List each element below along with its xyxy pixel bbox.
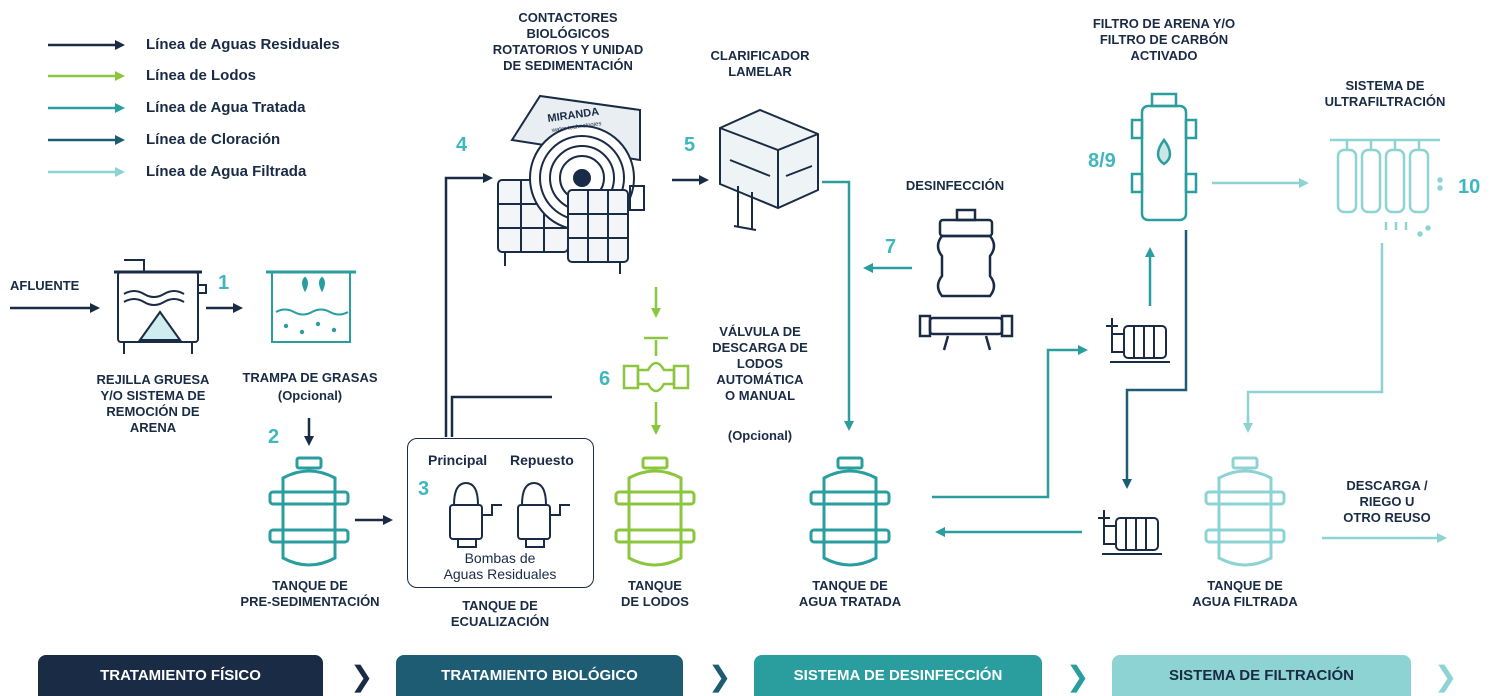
- chevron-right-icon: ❯: [1066, 660, 1090, 693]
- stage-sistema-desinfeccion: SISTEMA DE DESINFECCIÓN: [754, 655, 1042, 696]
- trampa-opcional-label: (Opcional): [277, 388, 343, 403]
- bomba-repuesto-icon: [517, 481, 570, 548]
- valvula-opcional-label: (Opcional): [727, 428, 793, 443]
- ultrafiltracion-label: SISTEMA DE ULTRAFILTRACIÓN: [1324, 78, 1446, 109]
- tanque-lodos-label: TANQUE DE LODOS: [621, 578, 689, 609]
- desinfeccion-icon: [918, 208, 1014, 351]
- bombas-label: Bombas de Aguas Residuales: [443, 550, 557, 582]
- stage-label: TRATAMIENTO BIOLÓGICO: [441, 667, 638, 684]
- tanque-ecualizacion-box: [407, 438, 594, 588]
- flow-tratada: [822, 180, 1155, 537]
- bomba-inferior-icon: [1098, 510, 1162, 555]
- stage-sistema-filtracion: SISTEMA DE FILTRACIÓN: [1112, 655, 1411, 696]
- descarga-label: DESCARGA / RIEGO U OTRO REUSO: [1343, 478, 1431, 525]
- stage-label: TRATAMIENTO FÍSICO: [100, 667, 261, 684]
- legend-label-filtrada: Línea de Agua Filtrada: [146, 163, 307, 180]
- step-number-2: 2: [268, 426, 280, 448]
- step-number-10: 10: [1458, 176, 1481, 198]
- desinfeccion-label: DESINFECCIÓN: [905, 178, 1005, 193]
- rejilla-icon: [114, 259, 207, 354]
- rejilla-label: REJILLA GRUESA Y/O SISTEMA DE REMOCIÓN D…: [96, 372, 210, 435]
- flow-filtrada: [1212, 178, 1447, 543]
- tanque-lodos-icon: [614, 456, 696, 567]
- tanque-tratada-label: TANQUE DE AGUA TRATADA: [798, 578, 902, 609]
- bomba-principal-icon: [449, 481, 502, 548]
- filtro-icon: [1130, 92, 1198, 222]
- stage-tratamiento-biologico: TRATAMIENTO BIOLÓGICO: [396, 655, 683, 696]
- valvula-label: VÁLVULA DE DESCARGA DE LODOS AUTOMÁTICA …: [712, 324, 808, 403]
- step-number-1: 1: [218, 272, 230, 294]
- presedimentacion-label: TANQUE DE PRE-SEDIMENTACIÓN: [240, 578, 380, 609]
- filtro-label: FILTRO DE ARENA Y/O FILTRO DE CARBÓN ACT…: [1092, 16, 1236, 63]
- step-number-5: 5: [684, 134, 696, 156]
- ultrafiltracion-icon: [1330, 138, 1443, 237]
- clarificador-label: CLARIFICADOR LAMELAR: [710, 48, 810, 79]
- flow-cloracion: [1122, 230, 1188, 489]
- tanque-filtrada-icon: [1204, 456, 1286, 567]
- afluente-label: AFLUENTE: [10, 278, 80, 293]
- chevron-right-icon: ❯: [350, 660, 374, 693]
- trampa-grasas-icon: [266, 270, 356, 343]
- legend-arrows: [48, 40, 125, 177]
- tanque-presedimentacion-icon: [268, 456, 350, 567]
- stage-label: SISTEMA DE DESINFECCIÓN: [793, 667, 1003, 684]
- stage-tratamiento-fisico: TRATAMIENTO FÍSICO: [38, 655, 323, 696]
- tanque-filtrada-label: TANQUE DE AGUA FILTRADA: [1192, 578, 1298, 609]
- contactores-icon: [497, 94, 645, 274]
- step-number-3: 3: [418, 478, 430, 500]
- step-number-4: 4: [456, 134, 468, 156]
- contactores-label: CONTACTORES BIOLÓGICOS ROTATORIOS Y UNID…: [492, 10, 644, 73]
- clarificador-icon: [719, 108, 819, 231]
- chevron-right-icon: ❯: [1434, 660, 1458, 693]
- valvula-icon: [622, 336, 690, 393]
- principal-label: Principal: [428, 452, 488, 468]
- step-number-7: 7: [885, 236, 897, 258]
- chevron-right-icon: ❯: [708, 660, 732, 693]
- tanque-tratada-icon: [809, 456, 891, 567]
- trampa-label: TRAMPA DE GRASAS: [242, 370, 378, 385]
- step-number-6: 6: [599, 368, 611, 390]
- legend-label-cloracion: Línea de Cloración: [146, 131, 281, 148]
- legend-label-tratada: Línea de Agua Tratada: [146, 99, 306, 116]
- legend-label-residuales: Línea de Aguas Residuales: [146, 36, 340, 53]
- repuesto-label: Repuesto: [510, 452, 574, 468]
- bomba-superior-icon: [1106, 318, 1170, 363]
- flow-residuales: [10, 173, 709, 525]
- ecualizacion-label: TANQUE DE ECUALIZACIÓN: [450, 598, 550, 629]
- legend-label-lodos: Línea de Lodos: [146, 67, 257, 84]
- step-number-8-9: 8/9: [1088, 150, 1116, 172]
- stage-label: SISTEMA DE FILTRACIÓN: [1169, 667, 1354, 684]
